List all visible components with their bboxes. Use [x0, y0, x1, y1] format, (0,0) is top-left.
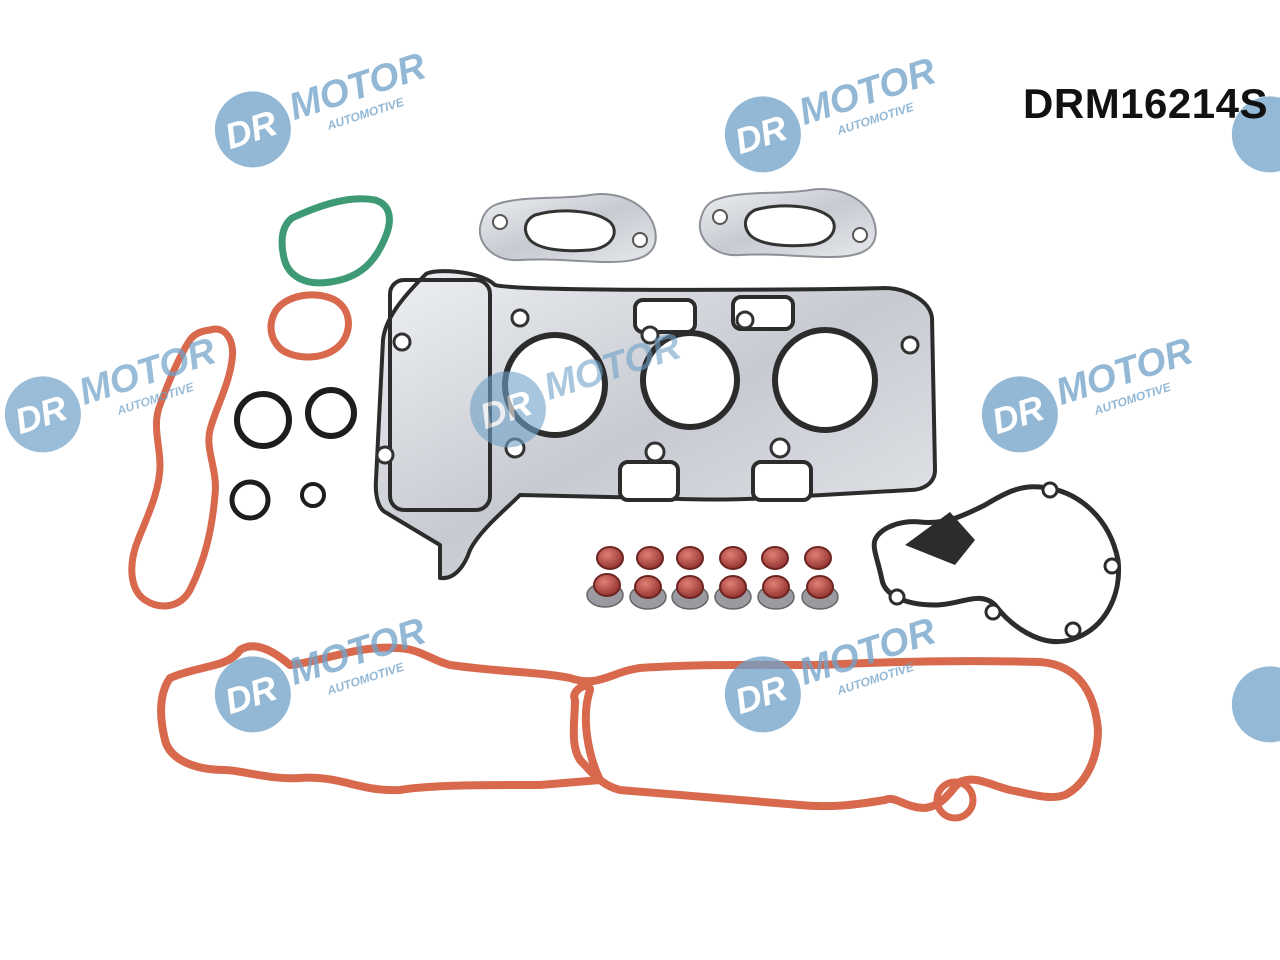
o-ring-large-2 [305, 387, 357, 439]
intake-gasket-green [278, 195, 393, 287]
watermark-brand-4: DR MOTOR AUTOMOTIVE [4, 330, 221, 453]
exhaust-manifold-gasket-left [478, 193, 657, 264]
watermark-brand-8: DR MOTOR AUTOMOTIVE [724, 610, 941, 733]
watermark-brand-3 [1231, 96, 1280, 173]
cylinder-head-gasket [373, 269, 937, 581]
valve-cover-gasket-loop [933, 778, 977, 822]
valve-cover-gasket-orange [157, 642, 1102, 812]
part-number: DRM16214S [1023, 80, 1268, 127]
exhaust-manifold-gasket-right [698, 188, 877, 259]
valve-stem-seals [586, 546, 839, 610]
throttle-gasket-orange [267, 291, 352, 361]
watermark-brand-7: DR MOTOR AUTOMOTIVE [214, 610, 431, 733]
watermark-brand-9 [1231, 666, 1280, 743]
watermark-brand-1: DR MOTOR AUTOMOTIVE [214, 45, 431, 168]
water-pump-gasket [871, 481, 1122, 645]
o-ring-small-1 [229, 479, 271, 521]
o-ring-small-2 [300, 482, 326, 508]
intake-manifold-gasket-orange [128, 325, 237, 610]
watermark-brand-6: DR MOTOR AUTOMOTIVE [981, 330, 1198, 453]
watermark-brand-2: DR MOTOR AUTOMOTIVE [724, 50, 941, 173]
o-ring-large-1 [234, 391, 292, 449]
